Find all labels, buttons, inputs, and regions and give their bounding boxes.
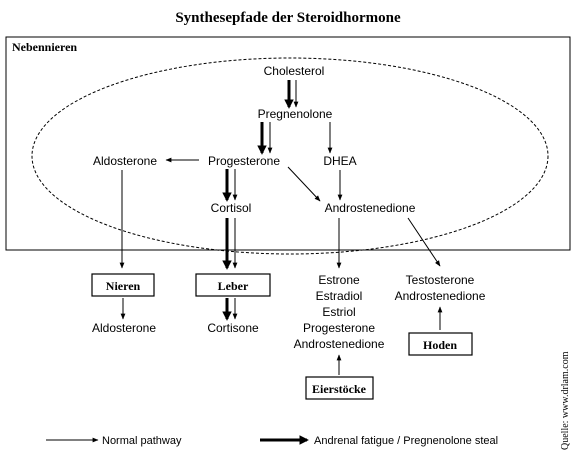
adrenal-ellipse [31,57,549,255]
organ-box-eierstoecke [305,376,374,400]
node-dhea: DHEA [323,154,356,168]
organ-box-hoden [408,332,473,356]
diagram-title: Synthesepfade der Steroidhormone [175,10,401,26]
node-cholesterol: Cholesterol [264,64,325,78]
ovary-output-2: Estriol [322,305,355,319]
testis-output-0: Testosterone [406,273,475,287]
node-aldosterone: Aldosterone [93,154,157,168]
node-androstenedione: Androstenedione [325,201,416,215]
organ-label-eierstoecke: Eierstöcke [312,382,367,396]
output-nieren-aldosterone: Aldosterone [92,321,156,335]
node-progesterone: Progesterone [208,154,280,168]
organ-label-hoden: Hoden [423,338,457,352]
legend-fatigue-label: Andrenal fatigue / Pregnenolone steal [314,435,498,447]
arrow-progesterone-androstenedione [287,166,321,202]
node-cortisol: Cortisol [211,201,252,215]
organ-box-nieren [91,273,155,297]
ovary-output-4: Androstenedione [294,337,385,351]
region-label: Nebennieren [12,40,77,54]
node-pregnenolone: Pregnenolone [258,107,333,121]
legend-normal-label: Normal pathway [102,435,182,447]
arrow-androstenedione-testis-outputs [407,217,441,267]
source-credit: Quelle: www.drlam.com [560,351,571,450]
output-leber-cortisone: Cortisone [207,321,259,335]
adrenal-region-box [5,36,571,251]
ovary-output-3: Progesterone [303,321,375,335]
ovary-output-1: Estradiol [316,289,363,303]
testis-output-1: Androstenedione [395,289,486,303]
organ-label-leber: Leber [218,279,249,293]
organ-label-nieren: Nieren [106,279,141,293]
organ-box-leber [195,273,271,297]
ovary-output-0: Estrone [318,273,360,287]
